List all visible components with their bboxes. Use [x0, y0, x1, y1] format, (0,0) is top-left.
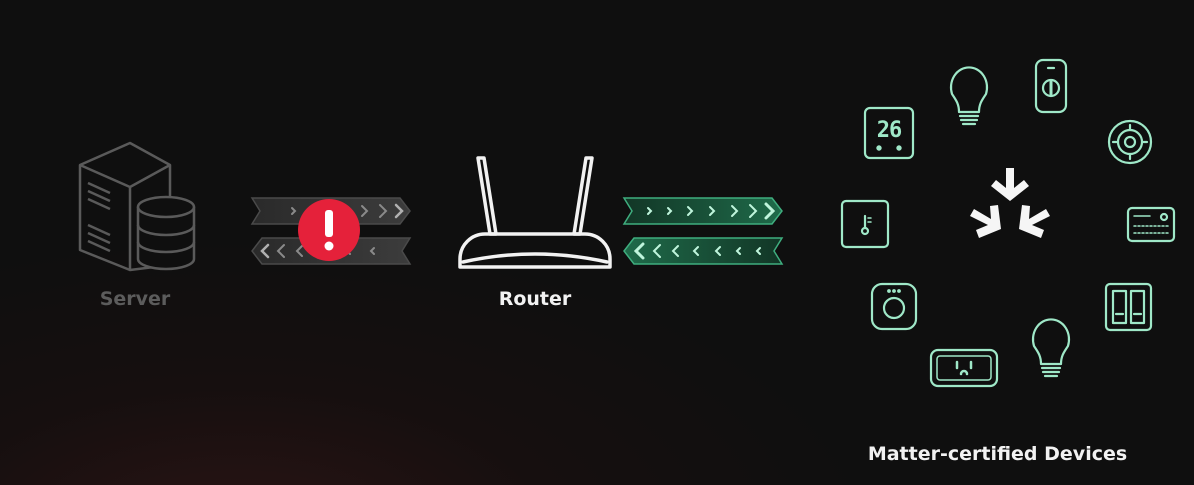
downstream-arrow-band — [623, 237, 784, 265]
hub-device-icon — [1126, 206, 1176, 243]
thermostat-display: 26 — [876, 118, 903, 143]
light-bulb-icon — [1031, 318, 1071, 378]
matter-devices-cluster — [840, 58, 1176, 388]
thermostat-icon — [863, 106, 915, 160]
temperature-sensor-icon — [840, 199, 890, 249]
router-label: Router — [498, 288, 572, 310]
router-devices-link — [622, 197, 784, 265]
upstream-arrow-band — [622, 197, 783, 225]
devices-label: Matter-certified Devices — [867, 443, 1128, 465]
smoke-sensor-icon — [1107, 119, 1153, 165]
matter-logo-icon — [970, 168, 1050, 238]
server-icon — [78, 141, 196, 272]
smart-plug-icon — [929, 348, 999, 388]
server-label: Server — [99, 288, 171, 310]
door-lock-icon — [1034, 58, 1068, 114]
motion-sensor-icon — [870, 282, 918, 331]
exclamation-icon — [298, 199, 360, 261]
wall-switch-icon — [1104, 282, 1153, 332]
light-bulb-icon — [949, 66, 989, 126]
router-icon — [458, 156, 612, 269]
